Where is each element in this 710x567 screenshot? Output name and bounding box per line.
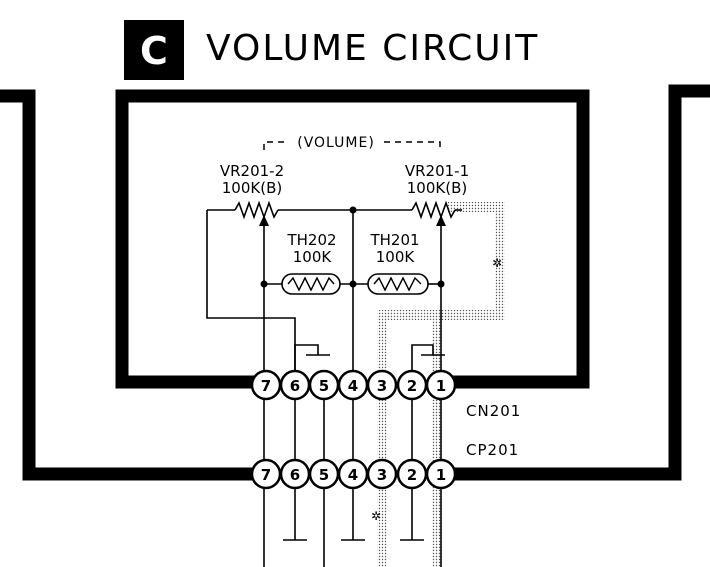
section-badge-letter: C (140, 29, 168, 73)
cp201-pin-label: 2 (407, 466, 417, 484)
cp201-pin-label: 3 (377, 466, 387, 484)
th201-ref: TH201 (369, 231, 419, 249)
cp201-connector: 7 6 5 4 3 2 1 (250, 458, 457, 490)
volume-group-label: (VOLUME) (297, 135, 375, 151)
board-outline-outer (0, 84, 710, 481)
wiper-arrows (259, 215, 446, 226)
cn201-pin-label: 6 (290, 377, 300, 395)
volume-group-bracket (263, 141, 441, 150)
page-title: VOLUME CIRCUIT (206, 28, 539, 69)
vr201-2-resistor (234, 200, 279, 220)
cn201-pin-label: 4 (348, 377, 358, 395)
th202-ref: TH202 (286, 231, 336, 249)
cp201-label: CP201 (466, 441, 519, 459)
vr201-2-value: 100K(B) (222, 179, 282, 197)
cn201-label: CN201 (466, 402, 521, 420)
board-outline-inner (115, 89, 590, 389)
svg-text:✲: ✲ (492, 256, 502, 270)
th201-value: 100K (376, 248, 416, 266)
section-badge: C (124, 20, 184, 80)
cp201-pin-label: 5 (319, 466, 329, 484)
vr201-1-ref: VR201-1 (405, 162, 469, 180)
cp201-pin-label: 6 (290, 466, 300, 484)
cp201-pin-1 (425, 458, 457, 490)
th202-value: 100K (293, 248, 333, 266)
cp201-pin-label: 1 (436, 466, 446, 484)
cn201-connector: 7 6 5 4 3 2 1 (250, 369, 457, 401)
svg-text:✲: ✲ (371, 509, 381, 523)
cp201-pin-label: 4 (348, 466, 358, 484)
th201-thermistor (367, 273, 429, 295)
cn201-pin-label: 7 (261, 377, 271, 395)
cn201-pin-label: 1 (436, 377, 446, 395)
cn201-pin-label: 5 (319, 377, 329, 395)
cn201-pin-label: 2 (407, 377, 417, 395)
cp201-pin-label: 7 (261, 466, 271, 484)
cp201-pin-3 (366, 458, 398, 490)
junction-dots (260, 206, 445, 288)
cn201-pin-3 (366, 369, 398, 401)
vr201-2-ref: VR201-2 (220, 162, 284, 180)
cn201-pin-label: 3 (377, 377, 387, 395)
th202-thermistor (281, 273, 341, 295)
vr201-1-resistor (411, 200, 456, 220)
vr201-1-value: 100K(B) (407, 179, 467, 197)
cn201-pin-1 (425, 369, 457, 401)
